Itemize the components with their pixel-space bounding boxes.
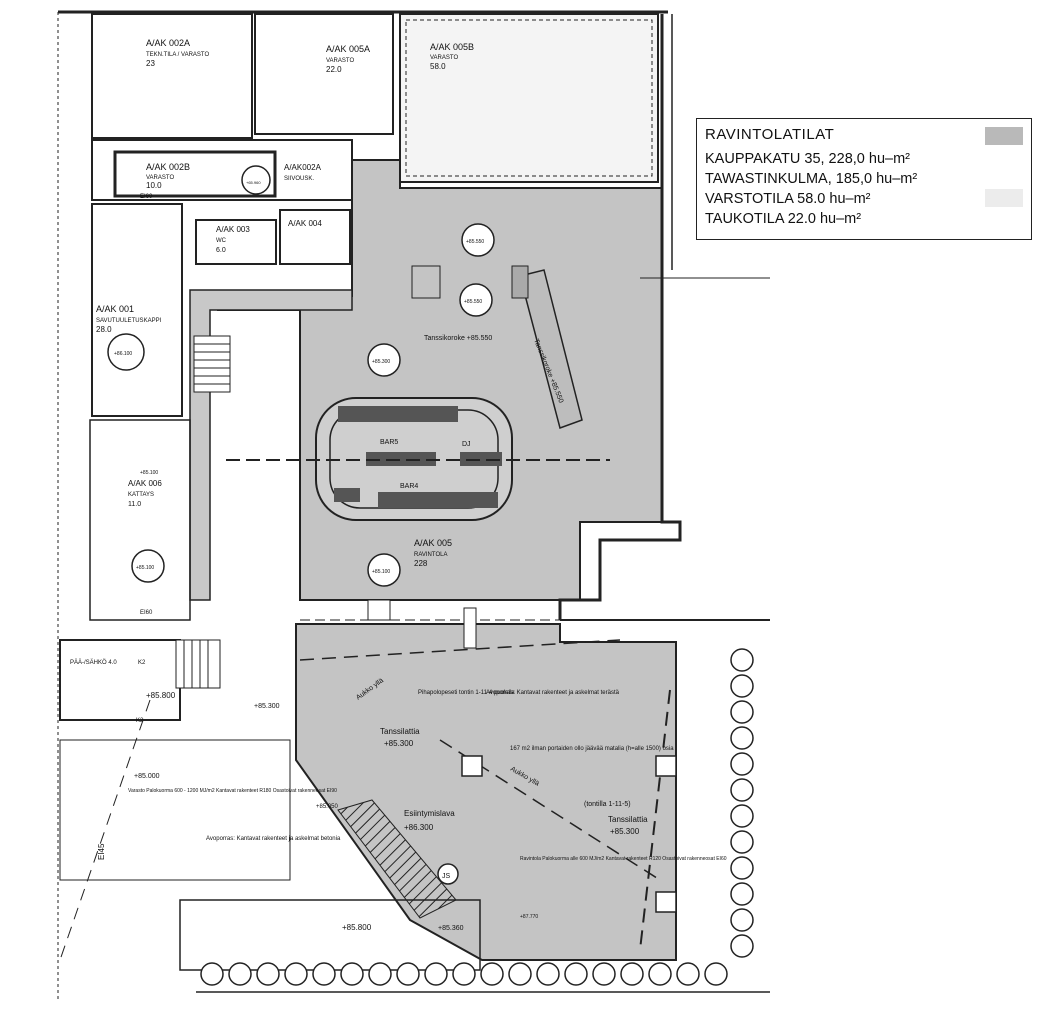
room-002b-name: VARASTO	[146, 175, 174, 181]
room-002a-name: TEKN.TILA / VARASTO	[146, 52, 209, 58]
k2-label-a: K2	[138, 660, 146, 666]
note-pihapolo: Pihapolopeseti tontin 1-11-4 puolella	[418, 690, 515, 696]
room-005a-area: 22.0	[326, 65, 342, 74]
level-label-7: +85.360	[438, 925, 464, 932]
room-001-code: A/AK 001	[96, 304, 134, 314]
k2-label-b: K2	[136, 718, 144, 724]
stairs-upper	[193, 335, 231, 393]
room-005a-code: A/AK 005A	[326, 44, 370, 54]
storage-005b-area	[399, 13, 659, 183]
legend-row-varastotila: VARSTOTILA 58.0 hu–m²	[705, 191, 871, 207]
room-005-code: A/AK 005	[414, 538, 452, 548]
sahko-label: PÄÄ-/SÄHKÖ 4.0	[70, 659, 117, 666]
dj-label: DJ	[462, 441, 471, 448]
room-003-code: A/AK 003	[216, 225, 250, 234]
level-label-10: +85.000	[134, 773, 160, 780]
room-002a-area: 23	[146, 59, 155, 68]
level-label-14: +87.770	[520, 914, 538, 920]
note-area: 167 m2 ilman portaiden ollo jäävää matal…	[510, 746, 674, 752]
dance-stage2-level: +85.300	[610, 827, 640, 836]
dance-stage1-level: +85.300	[384, 739, 414, 748]
room-005b-code: A/AK 005B	[430, 42, 474, 52]
room-002c-code: A/AK002A	[284, 163, 322, 172]
tree-row-right	[730, 648, 754, 958]
note-varasto: Varasto Palokuorma 600 - 1200 MJ/m2 Kant…	[128, 788, 337, 794]
tree-row-bottom	[200, 962, 728, 986]
note-avoporras-1: Avoporras: Kantavat rakenteet ja askelma…	[486, 690, 620, 696]
ei45-label: EI45	[97, 843, 106, 860]
level-label-8: +85.050	[316, 804, 339, 810]
room-002c-name: SIIVOUSK.	[284, 176, 314, 182]
legend-title: RAVINTOLATILAT	[705, 126, 835, 143]
level-label-11: +86.100	[114, 351, 132, 357]
level-label-6: +85.800	[342, 923, 372, 932]
dance-stage2-label: Tanssilattia	[608, 815, 648, 824]
room-005-area: 228	[414, 559, 428, 568]
level-label-12: +85.100	[136, 565, 154, 571]
room-005b-name: VARASTO	[430, 55, 458, 61]
room-006-name: KATTAYS	[128, 492, 154, 498]
level-label-3: +85.300	[372, 359, 390, 365]
legend-row-kauppakatu: KAUPPAKATU 35, 228,0 hu–m²	[705, 151, 910, 167]
legend-box: RAVINTOLATILAT KAUPPAKATU 35, 228,0 hu–m…	[696, 118, 1032, 240]
dance-stage1-label: Tanssilattia	[380, 727, 420, 736]
room-005a-name: VARASTO	[326, 58, 354, 64]
ei60-label-a: EI60	[140, 194, 153, 200]
room-006-area: 11.0	[128, 501, 141, 508]
room-002b-code: A/AK 002B	[146, 162, 190, 172]
room-001-name: SAVUTUULETUSKAPPI	[96, 318, 162, 324]
legend-swatch-storage	[985, 189, 1023, 207]
esiintymis-level: +86.300	[404, 823, 434, 832]
level-label-5: +85.300	[254, 703, 280, 710]
note-ravintola: Ravintola Palokuorma alle 600 MJ/m2 Kant…	[520, 856, 727, 862]
room-003-area: 6.0	[216, 247, 226, 254]
room-001-area: 28.0	[96, 325, 112, 334]
room-005b-area: 58.0	[430, 62, 446, 71]
level-label-1: +85.550	[466, 239, 484, 245]
level-label-2: +85.550	[464, 299, 482, 305]
legend-swatch-restaurant	[985, 127, 1023, 145]
bar4-label: BAR4	[400, 483, 418, 490]
room-002b-area: 10.0	[146, 181, 162, 190]
note-tontti: (tontilla 1-11-5)	[584, 801, 631, 808]
note-avoporras-2: Avoporras: Kantavat rakenteet ja askelma…	[206, 836, 341, 842]
level-label-4: +85.800	[146, 691, 176, 700]
ei60-label-b: EI60	[140, 610, 153, 616]
legend-row-tawastinkulma: TAWASTINKULMA, 185,0 hu–m²	[705, 171, 918, 187]
room-005-name: RAVINTOLA	[414, 552, 447, 558]
restaurant-lower-area	[295, 623, 677, 961]
stairs-stage	[337, 799, 457, 919]
dance-floor-label: Tanssikoroke +85.550	[424, 335, 492, 342]
esiintymis-label: Esiintymislava	[404, 809, 455, 818]
sprinkler-level: +65.960	[246, 180, 261, 185]
level-label-9: +85.100	[140, 470, 158, 476]
bar5-label: BAR5	[380, 439, 398, 446]
stairs-lower	[175, 639, 221, 689]
level-label-13: +85.100	[372, 569, 390, 575]
js-label: JS	[442, 873, 451, 880]
legend-row-taukotila: TAUKOTILA 22.0 hu–m²	[705, 211, 862, 227]
room-003-name: WC	[216, 238, 227, 244]
room-006-code: A/AK 006	[128, 479, 162, 488]
restaurant-area	[217, 159, 663, 601]
room-004-code: A/AK 004	[288, 219, 322, 228]
room-002a-code: A/AK 002A	[146, 38, 190, 48]
